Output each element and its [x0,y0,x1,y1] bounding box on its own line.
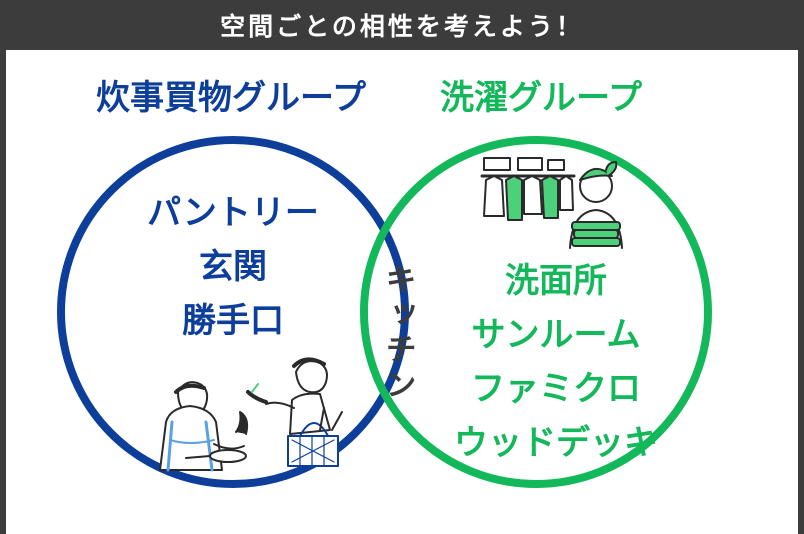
header-title: 空間ごとの相性を考えよう！ [220,12,584,41]
laundry-item-washroom: 洗面所 [505,261,607,301]
shopping-person-icon [246,357,343,467]
shared-label-kitchen: キッチン [379,263,416,403]
laundry-item-wood-deck: ウッドデッキ [454,423,658,463]
laundry-item-family-closet: ファミクロ [471,369,641,409]
laundry-group-items: 洗面所 サンルーム ファミクロ ウッドデッキ [436,254,676,470]
laundry-circle [360,136,712,488]
page-header: 空間ごとの相性を考えよう！ [0,0,804,50]
laundry-rack-icon [480,157,576,221]
cooking-circle [57,136,409,488]
cooking-group-title: 炊事買物グループ [96,78,366,118]
folded-towels-person-icon [569,161,623,249]
cooking-item-back-door: 勝手口 [182,301,284,341]
cooking-person-icon [159,381,249,472]
cooking-item-pantry: パントリー [147,193,319,233]
laundry-item-sunroom: サンルーム [471,315,641,355]
laundry-group-title: 洗濯グループ [440,78,642,118]
cooking-item-entrance: 玄関 [199,247,267,287]
cooking-group-items: パントリー 玄関 勝手口 [133,186,333,348]
